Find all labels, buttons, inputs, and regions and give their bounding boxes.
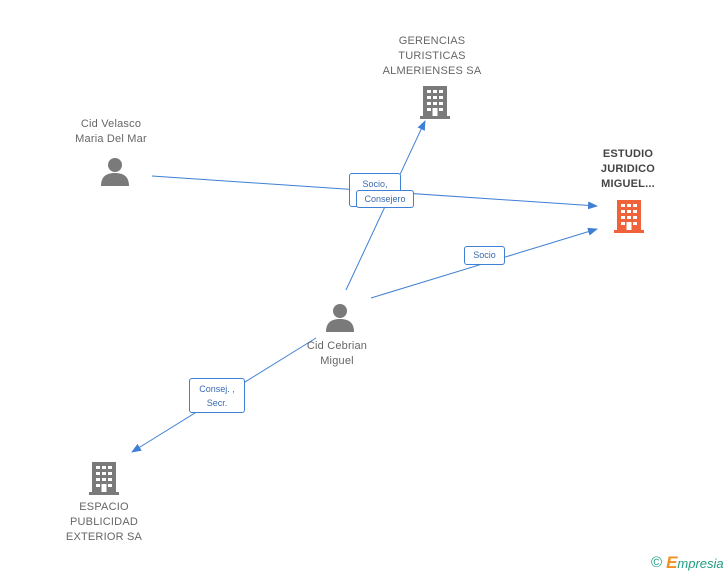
copyright-icon: ©	[651, 554, 663, 571]
company-label-gerencias[interactable]: GERENCIAS TURISTICAS ALMERIENSES SA	[382, 35, 482, 77]
edge-label-cebrian-estudio: Socio	[464, 246, 505, 265]
edge-label-cebrian-espacio: Consej. , Secr.	[189, 378, 245, 413]
company-label-estudio[interactable]: ESTUDIO JURIDICO MIGUEL...	[600, 148, 656, 190]
empresia-watermark: © Empresia	[651, 553, 724, 573]
person-label-cebrian[interactable]: Cid Cebrian Miguel	[306, 340, 368, 367]
person-label-velasco[interactable]: Cid Velasco Maria Del Mar	[75, 118, 147, 145]
person-icon[interactable]	[99, 156, 131, 188]
edge-label-cebrian-gerencias: Consejero	[356, 190, 414, 208]
person-icon[interactable]	[324, 302, 356, 334]
building-icon[interactable]	[418, 84, 452, 120]
company-label-espacio[interactable]: ESPACIO PUBLICIDAD EXTERIOR SA	[65, 501, 143, 543]
brand-logo: Empresia	[666, 553, 724, 572]
building-icon[interactable]	[87, 460, 121, 496]
building-icon[interactable]	[612, 198, 646, 234]
